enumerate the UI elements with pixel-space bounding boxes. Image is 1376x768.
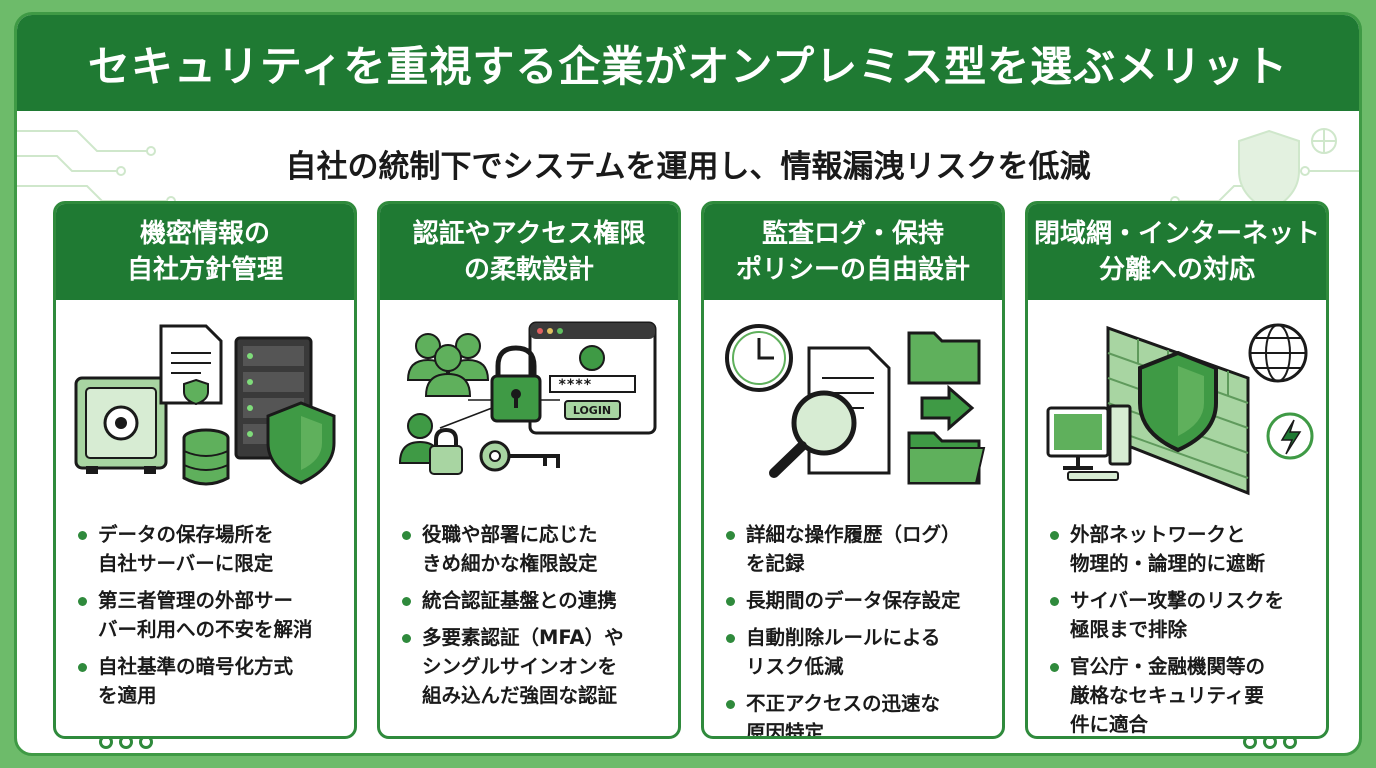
title-bar: セキュリティを重視する企業がオンプレミス型を選ぶメリット [17,15,1359,111]
list-item: 詳細な操作履歴（ログ） を記録 [724,520,992,578]
list-item: 官公庁・金融機関等の厳格なセキュリティ要件に適合 [1048,652,1316,736]
list-item-line: 長期間のデータ保存設定 [746,589,961,612]
card-audit-log: 監査ログ・保持 ポリシーの自由設計 [701,201,1005,739]
card-title-line: 認証やアクセス権限 [412,219,646,249]
database-icon [182,428,230,486]
list-item-line: 物理的・論理的に遮断 [1070,552,1266,575]
card-title-line: 機密情報の [139,219,270,249]
list-item-line: 役職や部署に応じた [422,523,598,546]
card-data-management: 機密情報の 自社方針管理 [53,201,357,739]
feature-cards: 機密情報の 自社方針管理 [53,201,1329,739]
list-item: 多要素認証（MFA）やシングルサインオンを組み込んだ強固な認証 [400,623,668,710]
card-bullet-list: データの保存場所を自社サーバーに限定 第三者管理の外部サーバー利用への不安を解消… [76,520,344,718]
list-item: 役職や部署に応じたきめ細かな権限設定 [400,520,668,578]
list-item: サイバー攻撃のリスクを極限まで排除 [1048,586,1316,644]
card-illustration: **** LOGIN [398,321,657,475]
list-item-line: 外部ネットワークと [1070,523,1246,546]
list-item: 第三者管理の外部サーバー利用への不安を解消 [76,586,344,644]
list-item-line: リスク低減 [746,655,844,678]
key-icon [479,440,560,472]
user-lock-icon [398,413,463,475]
list-item-line: 官公庁・金融機関等の [1070,655,1266,678]
clock-icon [725,324,793,392]
card-title: 閉域網・インターネット 分離への対応 [1028,204,1326,300]
card-network-isolation: 閉域網・インターネット 分離への対応 [1025,201,1329,739]
page-title: セキュリティを重視する企業がオンプレミス型を選ぶメリット [87,41,1289,91]
login-window-icon: **** LOGIN [528,321,657,435]
lightning-icon [1266,412,1314,460]
list-item-line: 多要素認証（MFA）や [422,626,624,649]
list-item-line: シングルサインオンを [422,655,618,678]
card-title-line: 閉域網・インターネット [1033,219,1320,249]
card-title-line: 自社方針管理 [126,255,283,285]
folder-icon [907,331,986,485]
shield-icon [266,401,336,485]
list-item: 自動削除ルールによるリスク低減 [724,623,992,681]
card-bullet-list: 役職や部署に応じたきめ細かな権限設定 統合認証基盤との連携 多要素認証（MFA）… [400,520,668,718]
login-password-field: **** [558,377,592,393]
list-item-line: 原因特定 [746,721,825,739]
subtitle: 自社の統制下でシステムを運用し、情報漏洩リスクを低減 [285,149,1091,185]
user-group-icon [406,333,490,397]
list-item: 不正アクセスの迅速な原因特定 [724,689,992,739]
card-authentication: 認証やアクセス権限 の柔軟設計 **** LOGIN [377,201,681,739]
card-illustration [725,324,986,485]
list-item-line: データの保存場所を [98,523,274,546]
card-title: 監査ログ・保持 ポリシーの自由設計 [704,204,1002,300]
list-item: 長期間のデータ保存設定 [724,586,992,615]
list-item: 外部ネットワークと物理的・論理的に遮断 [1048,520,1316,578]
padlock-icon [490,345,542,423]
card-title-line: ポリシーの自由設計 [735,255,970,285]
list-item: 統合認証基盤との連携 [400,586,668,615]
list-item-line: サイバー攻撃のリスクを [1070,589,1285,612]
list-item-line: 組み込んだ強固な認証 [422,684,618,707]
list-item-line: 件に適合 [1070,713,1149,736]
list-item-line: 極限まで排除 [1070,618,1188,641]
magnifier-icon [769,390,857,478]
list-item-line: を適用 [98,684,157,707]
list-item: 自社基準の暗号化方式を適用 [76,652,344,710]
list-item: データの保存場所を自社サーバーに限定 [76,520,344,578]
shield-icon [1138,350,1218,453]
card-bullet-list: 外部ネットワークと物理的・論理的に遮断 サイバー攻撃のリスクを極限まで排除 官公… [1048,520,1316,736]
safe-icon [74,376,168,474]
infographic-frame: セキュリティを重視する企業がオンプレミス型を選ぶメリット 自社の統制下でシステム… [14,12,1362,756]
card-title-line: 監査ログ・保持 [761,219,944,249]
list-item-line: きめ細かな権限設定 [422,552,598,575]
list-item-line: 統合認証基盤との連携 [422,589,617,612]
document-icon [159,324,223,406]
globe-icon [1248,323,1308,383]
list-item-line: 自動削除ルールによる [746,626,941,649]
login-button-label: LOGIN [573,404,611,417]
computer-icon [1046,404,1132,481]
arrow-right-icon [920,384,975,432]
list-item-line: 第三者管理の外部サー [98,589,294,612]
card-bullet-list: 詳細な操作履歴（ログ） を記録 長期間のデータ保存設定 自動削除ルールによるリスク… [724,520,992,739]
card-title: 認証やアクセス権限 の柔軟設計 [380,204,678,300]
list-item-line: を記録 [746,552,805,575]
list-item-line: バー利用への不安を解消 [98,618,313,641]
card-title-line: 分離への対応 [1098,255,1255,285]
list-item-line: 自社サーバーに限定 [98,552,274,575]
card-title: 機密情報の 自社方針管理 [56,204,354,300]
list-item-line: 不正アクセスの迅速な [746,692,941,715]
list-item-line: 自社基準の暗号化方式 [98,655,294,678]
list-item-line: 厳格なセキュリティ要 [1070,684,1264,707]
card-illustration [1046,323,1314,496]
card-illustration [74,324,336,486]
list-item-line: 詳細な操作履歴（ログ） [746,523,961,546]
card-title-line: の柔軟設計 [463,255,594,285]
